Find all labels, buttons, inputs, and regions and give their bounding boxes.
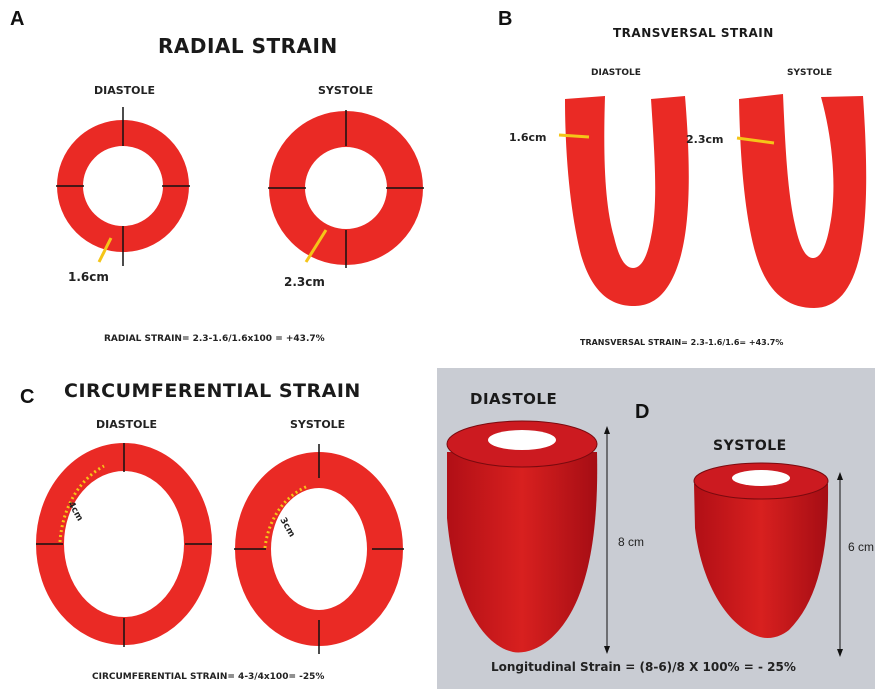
panel-a-measure-systole: 2.3cm [284, 275, 325, 289]
panel-a-measure-diastole: 1.6cm [68, 270, 109, 284]
diastole-c-ring [36, 443, 212, 647]
diastole-b-thickness-line [559, 135, 589, 137]
panel-circumferential-strain: C CIRCUMFERENTIAL STRAIN DIASTOLE SYSTOL… [0, 360, 437, 689]
systole-u-shape [739, 94, 866, 308]
diastole-u-shape [565, 96, 689, 306]
panel-a-formula: RADIAL STRAIN= 2.3-1.6/1.6x100 = +43.7% [104, 334, 325, 344]
panel-c-formula: CIRCUMFERENTIAL STRAIN= 4-3/4x100= -25% [92, 672, 324, 682]
systole-c-ring [234, 444, 404, 654]
panel-transversal-strain: B TRANSVERSAL STRAIN DIASTOLE SYSTOLE 1.… [437, 0, 875, 360]
diastole-ring [56, 107, 190, 266]
panel-b-ushapes [437, 0, 875, 360]
systole-ring [268, 110, 424, 268]
systole-ventricle [694, 463, 828, 638]
panel-d-ventricles [437, 368, 875, 689]
panel-a-rings [0, 0, 437, 360]
panel-b-measure-systole: 2.3cm [686, 133, 723, 146]
panel-c-rings [0, 360, 437, 689]
panel-d-formula: Longitudinal Strain = (8-6)/8 X 100% = -… [491, 660, 796, 674]
diastole-ventricle [447, 421, 597, 653]
panel-d-length-systole: 6 cm [848, 540, 874, 554]
panel-d-length-diastole: 8 cm [618, 535, 644, 549]
panel-b-formula: TRANSVERSAL STRAIN= 2.3-1.6/1.6= +43.7% [580, 338, 783, 347]
panel-longitudinal-strain: DIASTOLE D SYSTOLE 8 cm 6 cm Longitudina… [437, 368, 875, 689]
panel-radial-strain: A RADIAL STRAIN DIASTOLE SYSTOLE 1.6cm 2… [0, 0, 437, 360]
panel-b-measure-diastole: 1.6cm [509, 131, 546, 144]
